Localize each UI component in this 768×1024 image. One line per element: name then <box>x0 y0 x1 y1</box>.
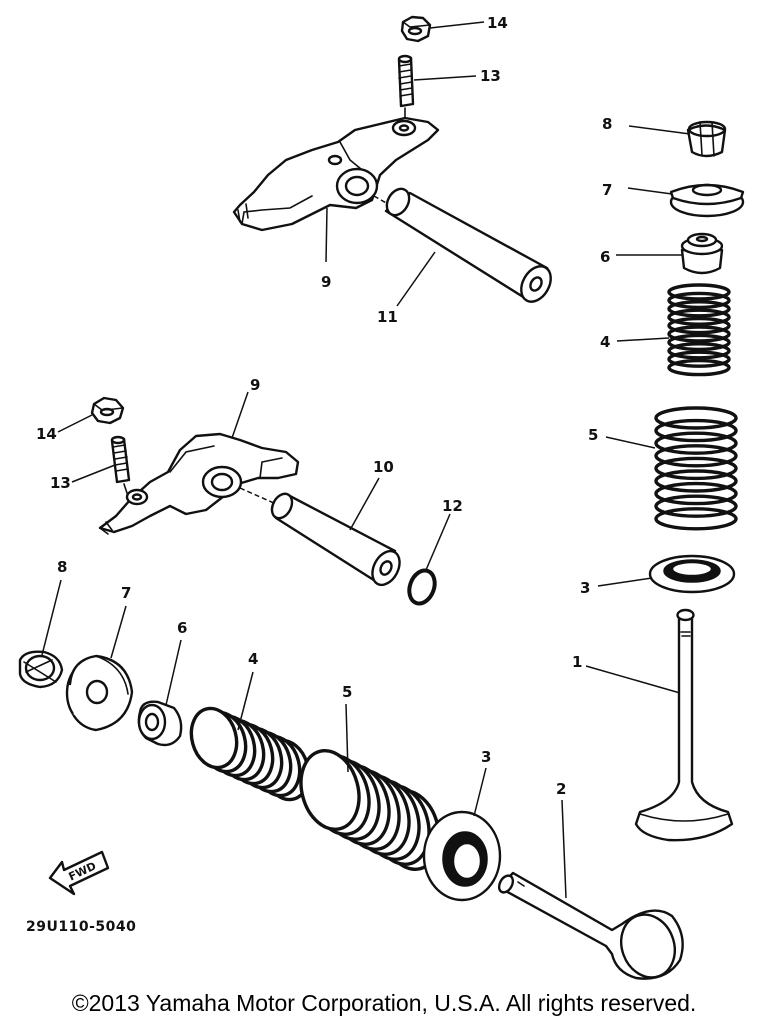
part-7-spring-retainer-right <box>669 183 745 218</box>
valve-assembly-diagram: FWD 29U110-5040 14 13 9 11 8 7 6 4 9 14 … <box>18 14 745 980</box>
part-4-inner-spring-right <box>667 283 731 377</box>
part-14-nut-mid <box>90 396 125 425</box>
part-9-rocker-arm-top <box>232 116 440 232</box>
callout-2: 2 <box>556 780 566 798</box>
fwd-arrow-icon: FWD <box>48 850 110 896</box>
callout-6-right: 6 <box>600 248 610 266</box>
callout-3-right: 3 <box>580 579 590 597</box>
part-8-valve-cotter-right <box>686 120 727 158</box>
callout-4-right: 4 <box>600 333 610 351</box>
part-10-rocker-shaft-mid <box>239 487 401 587</box>
callout-1: 1 <box>572 653 582 671</box>
part-7-spring-retainer-low <box>65 654 134 732</box>
part-4-inner-spring-low <box>189 706 311 802</box>
part-5-outer-spring-right <box>654 406 738 531</box>
callout-8-low: 8 <box>57 558 67 576</box>
callout-9-mid: 9 <box>250 376 260 394</box>
bottom-row-leaders <box>41 579 567 899</box>
callout-4-low: 4 <box>248 650 258 668</box>
part-13-adjuster-screw-top <box>397 54 415 127</box>
callout-13-top: 13 <box>480 67 501 85</box>
callout-8-right: 8 <box>602 115 612 133</box>
part-14-nut-top <box>400 15 432 43</box>
part-8-valve-cotter-low <box>18 650 64 689</box>
part-1-intake-valve <box>634 608 734 842</box>
part-11-rocker-shaft-top <box>373 187 552 303</box>
part-12-o-ring <box>407 568 437 606</box>
part-6-valve-stem-seal-low <box>137 700 183 747</box>
copyright-notice: ©2013 Yamaha Motor Corporation, U.S.A. A… <box>71 990 697 1016</box>
callout-7-right: 7 <box>602 181 612 199</box>
part-2-exhaust-valve <box>497 871 684 980</box>
part-9-rocker-arm-mid <box>98 432 300 535</box>
callout-13-mid: 13 <box>50 474 71 492</box>
callout-numbers: 14 13 9 11 8 7 6 4 9 14 13 10 12 5 3 1 8… <box>36 14 612 798</box>
upper-group-leaders <box>325 21 485 307</box>
drawing-code: 29U110-5040 <box>26 919 136 935</box>
lower-group-leaders <box>57 391 451 571</box>
part-5-outer-spring-low <box>299 748 441 872</box>
callout-10: 10 <box>373 458 394 476</box>
callout-7-low: 7 <box>121 584 131 602</box>
right-stack-leaders <box>585 125 691 694</box>
callout-6-low: 6 <box>177 619 187 637</box>
callout-11: 11 <box>377 308 398 326</box>
part-13-adjuster-screw-mid <box>110 435 131 497</box>
callout-12: 12 <box>442 497 463 515</box>
part-3-spring-seat-right <box>648 554 736 594</box>
callout-5-low: 5 <box>342 683 352 701</box>
callout-5-right: 5 <box>588 426 598 444</box>
callout-3-low: 3 <box>481 748 491 766</box>
callout-14-top: 14 <box>487 14 508 32</box>
callout-14-mid: 14 <box>36 425 57 443</box>
part-3-spring-seat-low <box>422 810 502 902</box>
part-6-valve-stem-seal-right <box>680 232 724 275</box>
callout-9-top: 9 <box>321 273 331 291</box>
